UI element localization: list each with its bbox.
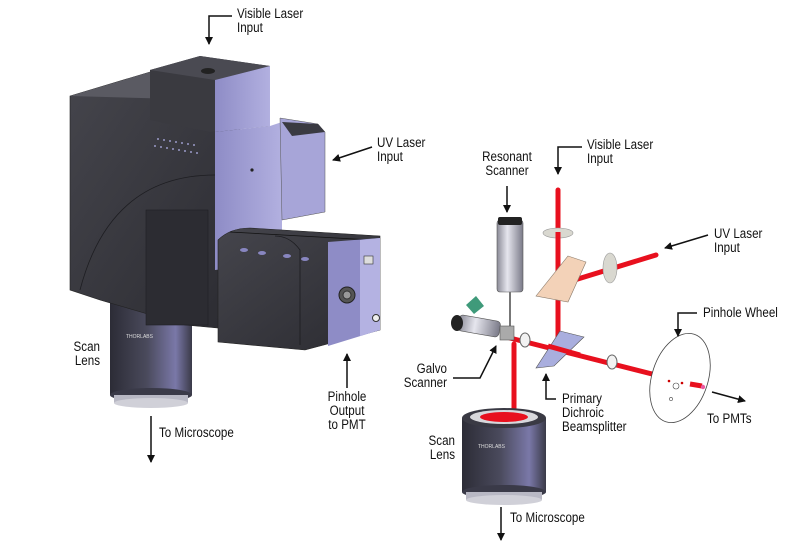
- main-beam: [507, 335, 663, 379]
- label-line: UV Laser: [377, 135, 426, 150]
- lens-ring-2: [606, 354, 618, 370]
- right-callouts: [453, 146, 746, 541]
- label-line: Output: [329, 403, 365, 418]
- lens-ring-1: [519, 332, 531, 348]
- label-line: Visible Laser: [587, 137, 654, 152]
- left-visible-laser-input-label: Visible Laser Input: [237, 7, 303, 35]
- dichroic-arrow: [542, 373, 556, 400]
- right-scan-lens: THORLABS: [462, 408, 546, 505]
- label-line: Scan: [428, 433, 455, 448]
- right-uv-input-arrow: [664, 234, 709, 250]
- beam-path-schematic: THORLABS: [451, 187, 711, 505]
- pinhole-output-label: Pinhole Output to PMT: [321, 390, 373, 432]
- scan-head-housing: THORLABS: [69, 56, 381, 408]
- uv-input-box: [279, 117, 326, 221]
- label-line: Resonant: [482, 149, 532, 164]
- right-to-microscope-label: To Microscope: [510, 510, 585, 525]
- pinhole-module: [217, 227, 381, 351]
- to-pmts-arrow: [711, 391, 746, 404]
- label-line: Input: [377, 149, 403, 164]
- resonant-scanner-label: Resonant Scanner: [479, 150, 536, 178]
- uv-input-arrow: [332, 146, 373, 162]
- label-line: Input: [714, 240, 740, 255]
- pinhole-wheel: [649, 333, 711, 423]
- primary-dichroic-label: Primary Dichroic Beamsplitter: [562, 392, 627, 434]
- label-line: Scan: [73, 339, 100, 354]
- label-line: Galvo: [416, 361, 447, 376]
- right-visible-input-arrow: [554, 146, 582, 175]
- label-line: Input: [587, 151, 613, 166]
- uv-filter-disc: [602, 252, 618, 284]
- resonant-scanner: [496, 217, 524, 330]
- left-uv-laser-input-label: UV Laser Input: [377, 136, 425, 164]
- svg-text:THORLABS: THORLABS: [478, 444, 506, 450]
- pinhole-wheel-arrow: [674, 312, 697, 337]
- galvo-scanner-label: Galvo Scanner: [402, 362, 447, 390]
- visible-input-arrow: [205, 15, 232, 45]
- pinhole-wheel-label: Pinhole Wheel: [703, 305, 778, 320]
- label-line: Scanner: [403, 375, 447, 390]
- label-line: Primary: [562, 391, 602, 406]
- label-line: Scanner: [485, 163, 529, 178]
- label-line: Input: [237, 20, 263, 35]
- label-line: Visible Laser: [237, 6, 304, 21]
- to-pmts-label: To PMTs: [707, 411, 752, 426]
- left-callouts: [147, 15, 373, 463]
- right-scan-lens-label: Scan Lens: [421, 434, 455, 462]
- right-visible-laser-input-label: Visible Laser Input: [587, 138, 653, 166]
- label-line: to PMT: [328, 417, 366, 432]
- galvo-scanner: [451, 296, 515, 341]
- label-line: UV Laser: [714, 226, 763, 241]
- label-line: Beamsplitter: [562, 419, 627, 434]
- left-scan-lens-label: Scan Lens: [66, 340, 100, 368]
- svg-text:THORLABS: THORLABS: [126, 334, 154, 340]
- right-uv-laser-input-label: UV Laser Input: [714, 227, 762, 255]
- label-line: Lens: [74, 353, 100, 368]
- label-line: Dichroic: [562, 405, 604, 420]
- label-line: Pinhole: [327, 389, 367, 404]
- label-line: Lens: [429, 447, 455, 462]
- fold-mirror: [535, 255, 587, 303]
- left-to-microscope-label: To Microscope: [159, 425, 234, 440]
- galvo-scanner-arrow: [453, 345, 497, 379]
